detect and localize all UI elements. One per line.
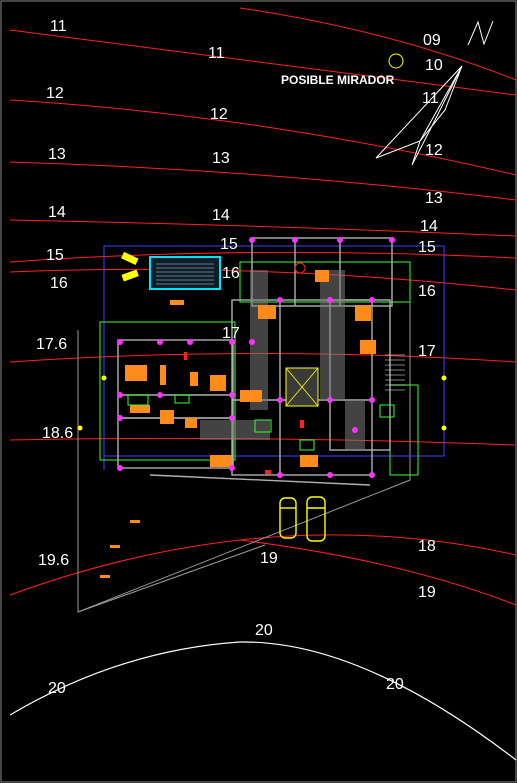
- contour-line-14: [9, 219, 517, 237]
- contour-label: 19: [260, 550, 278, 567]
- contour-label: 20: [48, 680, 66, 697]
- furniture: [100, 270, 376, 578]
- contour-label: 18: [418, 538, 436, 555]
- contour-label: 16: [418, 283, 436, 300]
- contour-label: 16: [50, 275, 68, 292]
- vehicles: [279, 496, 326, 542]
- floor-hatch: [200, 270, 365, 450]
- contour-label: 13: [212, 150, 230, 167]
- contour-line-15: [9, 251, 517, 263]
- contour-label: 20: [386, 676, 404, 693]
- contour-label: 17: [418, 343, 436, 360]
- contour-label: 11: [422, 90, 439, 107]
- north-arrow-icon: [375, 20, 494, 166]
- contour-label: 17.6: [36, 336, 67, 353]
- contour-label: 14: [420, 218, 438, 235]
- property-boundary: [77, 300, 411, 613]
- contour-label: 14: [48, 204, 66, 221]
- contour-label: 14: [212, 207, 230, 224]
- contour-label: 12: [210, 106, 228, 123]
- contour-label: 09: [423, 32, 441, 49]
- axis-markers: [77, 375, 447, 431]
- stairs: [385, 354, 405, 391]
- contour-label: 17: [222, 325, 240, 342]
- contour-label: 12: [425, 142, 443, 159]
- contour-label: 12: [46, 85, 64, 102]
- mirador-label: POSIBLE MIRADOR: [281, 73, 395, 87]
- contour-label: 11: [208, 45, 225, 62]
- pool-pattern: [156, 263, 214, 285]
- contour-label: 13: [48, 146, 66, 163]
- building-plan: [77, 237, 447, 578]
- contour-label: 13: [425, 190, 443, 207]
- contour-line-13: [9, 161, 517, 201]
- contour-label: 15: [46, 247, 64, 264]
- columns: [117, 237, 395, 478]
- axis-grid: [103, 245, 445, 470]
- mirador-marker: [388, 53, 404, 69]
- contour-label: 19.6: [38, 552, 69, 569]
- furniture-green: [127, 394, 395, 451]
- contour-label: 15: [418, 239, 436, 256]
- pool: [149, 256, 221, 290]
- contour-line-11-upper: [239, 7, 517, 81]
- sun-loungers: [121, 251, 139, 282]
- contour-label: 11: [50, 18, 67, 35]
- contour-label: 10: [425, 57, 443, 74]
- stair-block: [285, 367, 319, 407]
- contour-line-12: [9, 99, 517, 176]
- contour-line-19: [239, 539, 517, 606]
- contour-label: 19: [418, 584, 436, 601]
- terrain-line-20: [9, 641, 517, 761]
- contour-label: 18.6: [42, 425, 73, 442]
- contour-label: 15: [220, 236, 238, 253]
- red-marks: [184, 262, 306, 474]
- contour-labels: 11 11 09 10 12 12 11 12 13 13 13 14 14 1…: [36, 18, 443, 697]
- contour-label: 20: [255, 622, 273, 639]
- contour-label: 16: [222, 265, 240, 282]
